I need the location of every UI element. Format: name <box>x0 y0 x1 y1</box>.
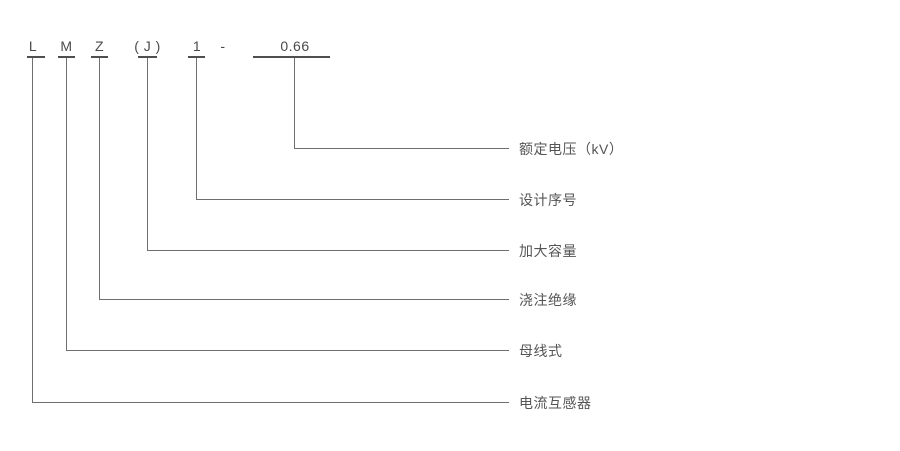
connector-design-serial <box>196 58 509 200</box>
code-char-Z: Z <box>94 38 105 54</box>
code-char-M: M <box>60 38 73 54</box>
label-cast-insulation: 浇注绝缘 <box>519 292 577 308</box>
label-increased-capacity: 加大容量 <box>519 243 577 259</box>
label-current-transformer: 电流互感器 <box>519 395 592 411</box>
underline-Z <box>91 56 108 58</box>
underline-1 <box>188 56 205 58</box>
label-busbar-type: 母线式 <box>519 343 563 359</box>
code-char-L: L <box>28 38 38 54</box>
code-char-J: ( J ) <box>134 38 161 54</box>
underline-J <box>138 56 157 58</box>
connector-rated-voltage <box>294 58 509 149</box>
label-rated-voltage: 额定电压（kV） <box>519 141 624 157</box>
code-char-066: 0.66 <box>280 38 310 54</box>
connector-busbar-type <box>66 58 509 351</box>
underline-M <box>58 56 75 58</box>
underline-L <box>27 56 45 58</box>
code-separator-dash: - <box>220 38 226 54</box>
label-design-serial: 设计序号 <box>519 192 577 208</box>
connector-cast-insulation <box>99 58 509 300</box>
connector-current-transformer <box>32 58 509 403</box>
connector-increased-capacity <box>147 58 509 251</box>
underline-066 <box>253 56 330 58</box>
code-char-1: 1 <box>192 38 202 54</box>
